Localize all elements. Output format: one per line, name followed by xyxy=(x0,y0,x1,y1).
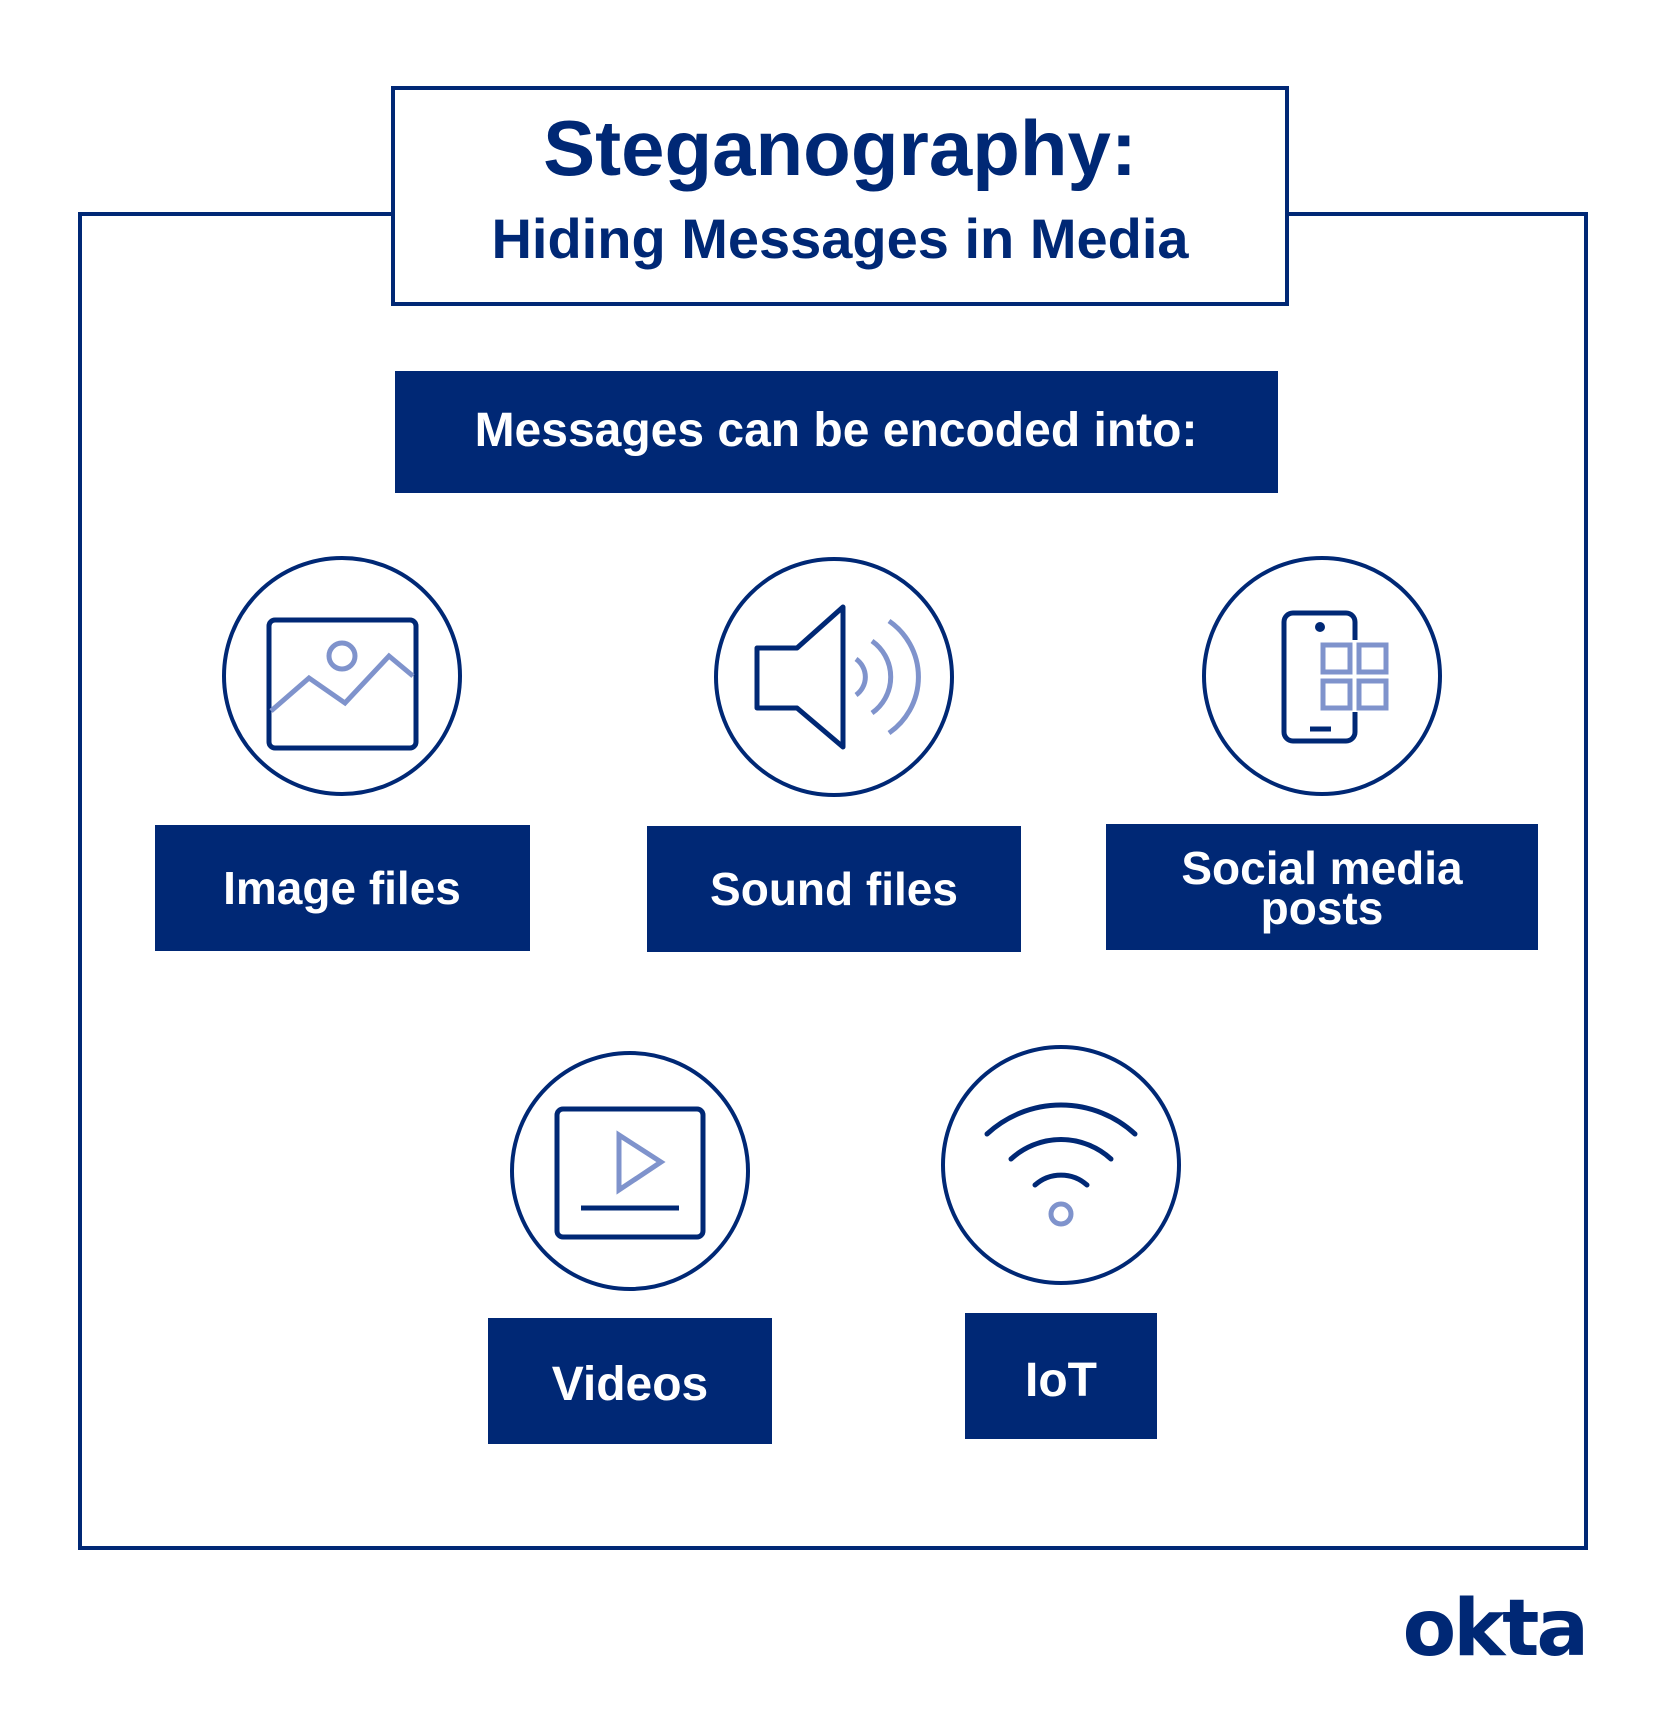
title-box: Steganography: Hiding Messages in Media xyxy=(391,86,1289,306)
speaker-icon xyxy=(754,604,921,750)
smartphone-apps-icon xyxy=(1281,610,1392,744)
label-iot: IoT xyxy=(1025,1354,1097,1407)
label-image-files: Image files xyxy=(223,862,461,914)
item-social-media-posts: Social media posts xyxy=(1106,556,1538,950)
label-social-media-line1: Social media xyxy=(1181,842,1463,894)
item-image-files: Image files xyxy=(155,556,530,951)
header-banner: Messages can be encoded into: xyxy=(395,371,1278,493)
title-subtitle: Hiding Messages in Media xyxy=(491,207,1189,270)
label-sound-files: Sound files xyxy=(710,863,958,915)
header-text: Messages can be encoded into: xyxy=(475,404,1198,457)
item-iot: IoT xyxy=(941,1045,1181,1439)
item-sound-files: Sound files xyxy=(647,557,1021,952)
image-icon xyxy=(266,617,419,751)
okta-logo: okta xyxy=(1403,1584,1586,1674)
item-videos: Videos xyxy=(488,1051,772,1444)
label-social-media-line2: posts xyxy=(1261,882,1384,934)
wifi-icon xyxy=(984,1102,1138,1227)
video-player-icon xyxy=(554,1106,706,1240)
label-videos: Videos xyxy=(552,1358,709,1411)
title-main: Steganography: xyxy=(543,104,1137,192)
